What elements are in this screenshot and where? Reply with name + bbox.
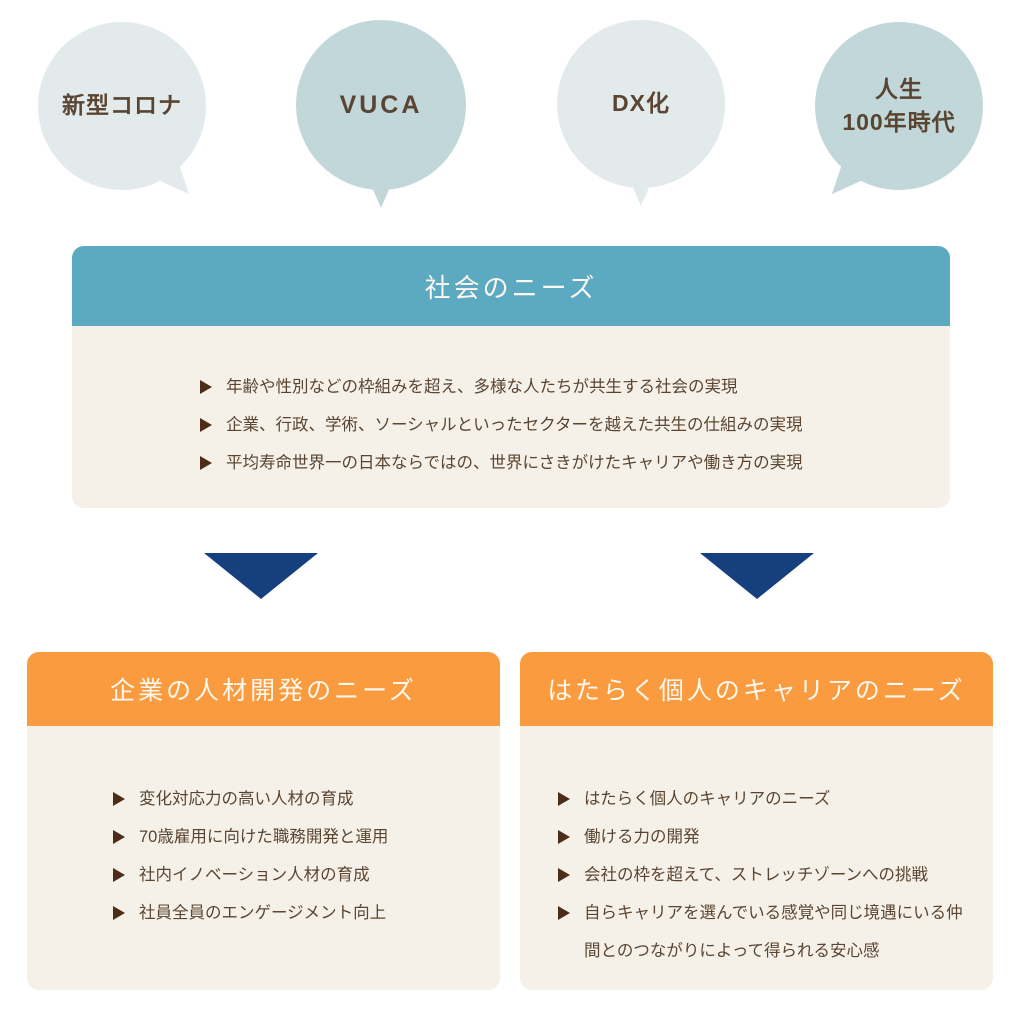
down-arrow-icon [204,553,318,599]
bubble-tail [822,163,862,203]
speech-bubble-dx: DX化 [557,20,725,206]
list-item: 社内イノベーション人材の育成 [113,856,480,894]
list-item: 変化対応力の高い人材の育成 [113,780,480,818]
list-item-text: 平均寿命世界一の日本ならではの、世界にさきがけたキャリアや働き方の実現 [226,454,803,472]
bullet-triangle-icon [200,380,212,394]
individual-needs-list: はたらく個人のキャリアのニーズ 働ける力の開発 会社の枠を超えて、ストレッチゾー… [520,726,993,970]
society-needs-list: 年齢や性別などの枠組みを超え、多様な人たちが共生する社会の実現 企業、行政、学術… [72,326,950,482]
company-needs-list: 変化対応力の高い人材の育成 70歳雇用に向けた職務開発と運用 社内イノベーション… [27,726,500,932]
bullet-triangle-icon [113,906,125,920]
bubble-label: VUCA [339,90,423,119]
list-item-text: 働ける力の開発 [584,828,700,846]
society-needs-title: 社会のニーズ [424,272,598,303]
list-item: 年齢や性別などの枠組みを超え、多様な人たちが共生する社会の実現 [200,368,910,406]
list-item: 会社の枠を超えて、ストレッチゾーンへの挑戦 [558,856,971,894]
individual-needs-title: はたらく個人のキャリアのニーズ [547,677,966,705]
society-needs-header: 社会のニーズ [72,246,950,326]
speech-bubble-vuca: VUCA [296,20,466,208]
bubble-label: 新型コロナ [62,92,182,119]
speech-bubble-life100: 人生 100年時代 [815,22,983,203]
list-item: 働ける力の開発 [558,818,971,856]
bubble-tail [159,163,199,203]
individual-needs-header: はたらく個人のキャリアのニーズ [520,652,993,726]
list-item-text: はたらく個人のキャリアのニーズ [584,790,831,808]
bullet-triangle-icon [558,868,570,882]
bubble-tail [368,178,394,208]
bubble-tail [628,176,654,206]
list-item-text: 年齢や性別などの枠組みを超え、多様な人たちが共生する社会の実現 [226,378,738,396]
list-item-text: 70歳雇用に向けた職務開発と運用 [139,828,389,846]
list-item: 社員全員のエンゲージメント向上 [113,894,480,932]
bullet-triangle-icon [200,456,212,470]
list-item-text: 変化対応力の高い人材の育成 [139,790,354,808]
individual-needs-panel: はたらく個人のキャリアのニーズ はたらく個人のキャリアのニーズ 働ける力の開発 … [520,652,993,990]
company-needs-panel: 企業の人材開発のニーズ 変化対応力の高い人材の育成 70歳雇用に向けた職務開発と… [27,652,500,990]
list-item: 70歳雇用に向けた職務開発と運用 [113,818,480,856]
list-item: 自らキャリアを選んでいる感覚や同じ境遇にいる仲間とのつながりによって得られる安心… [558,894,971,970]
bullet-triangle-icon [113,792,125,806]
bullet-triangle-icon [558,830,570,844]
list-item: 平均寿命世界一の日本ならではの、世界にさきがけたキャリアや働き方の実現 [200,444,910,482]
bullet-triangle-icon [200,418,212,432]
speech-bubble-covid: 新型コロナ [38,22,206,203]
society-needs-panel: 社会のニーズ 年齢や性別などの枠組みを超え、多様な人たちが共生する社会の実現 企… [72,246,950,508]
bullet-triangle-icon [558,906,570,920]
company-needs-header: 企業の人材開発のニーズ [27,652,500,726]
list-item-text: 社内イノベーション人材の育成 [139,866,370,884]
list-item-text: 自らキャリアを選んでいる感覚や同じ境遇にいる仲間とのつながりによって得られる安心… [584,904,963,960]
list-item-text: 社員全員のエンゲージメント向上 [139,904,387,922]
bubble-label: 人生 100年時代 [842,75,956,135]
list-item-text: 会社の枠を超えて、ストレッチゾーンへの挑戦 [584,866,929,884]
bullet-triangle-icon [113,868,125,882]
list-item-text: 企業、行政、学術、ソーシャルといったセクターを越えた共生の仕組みの実現 [226,416,803,434]
list-item: はたらく個人のキャリアのニーズ [558,780,971,818]
down-arrow-icon [700,553,814,599]
bubble-label: DX化 [612,90,670,117]
bullet-triangle-icon [113,830,125,844]
company-needs-title: 企業の人材開発のニーズ [110,677,417,705]
bullet-triangle-icon [558,792,570,806]
list-item: 企業、行政、学術、ソーシャルといったセクターを越えた共生の仕組みの実現 [200,406,910,444]
